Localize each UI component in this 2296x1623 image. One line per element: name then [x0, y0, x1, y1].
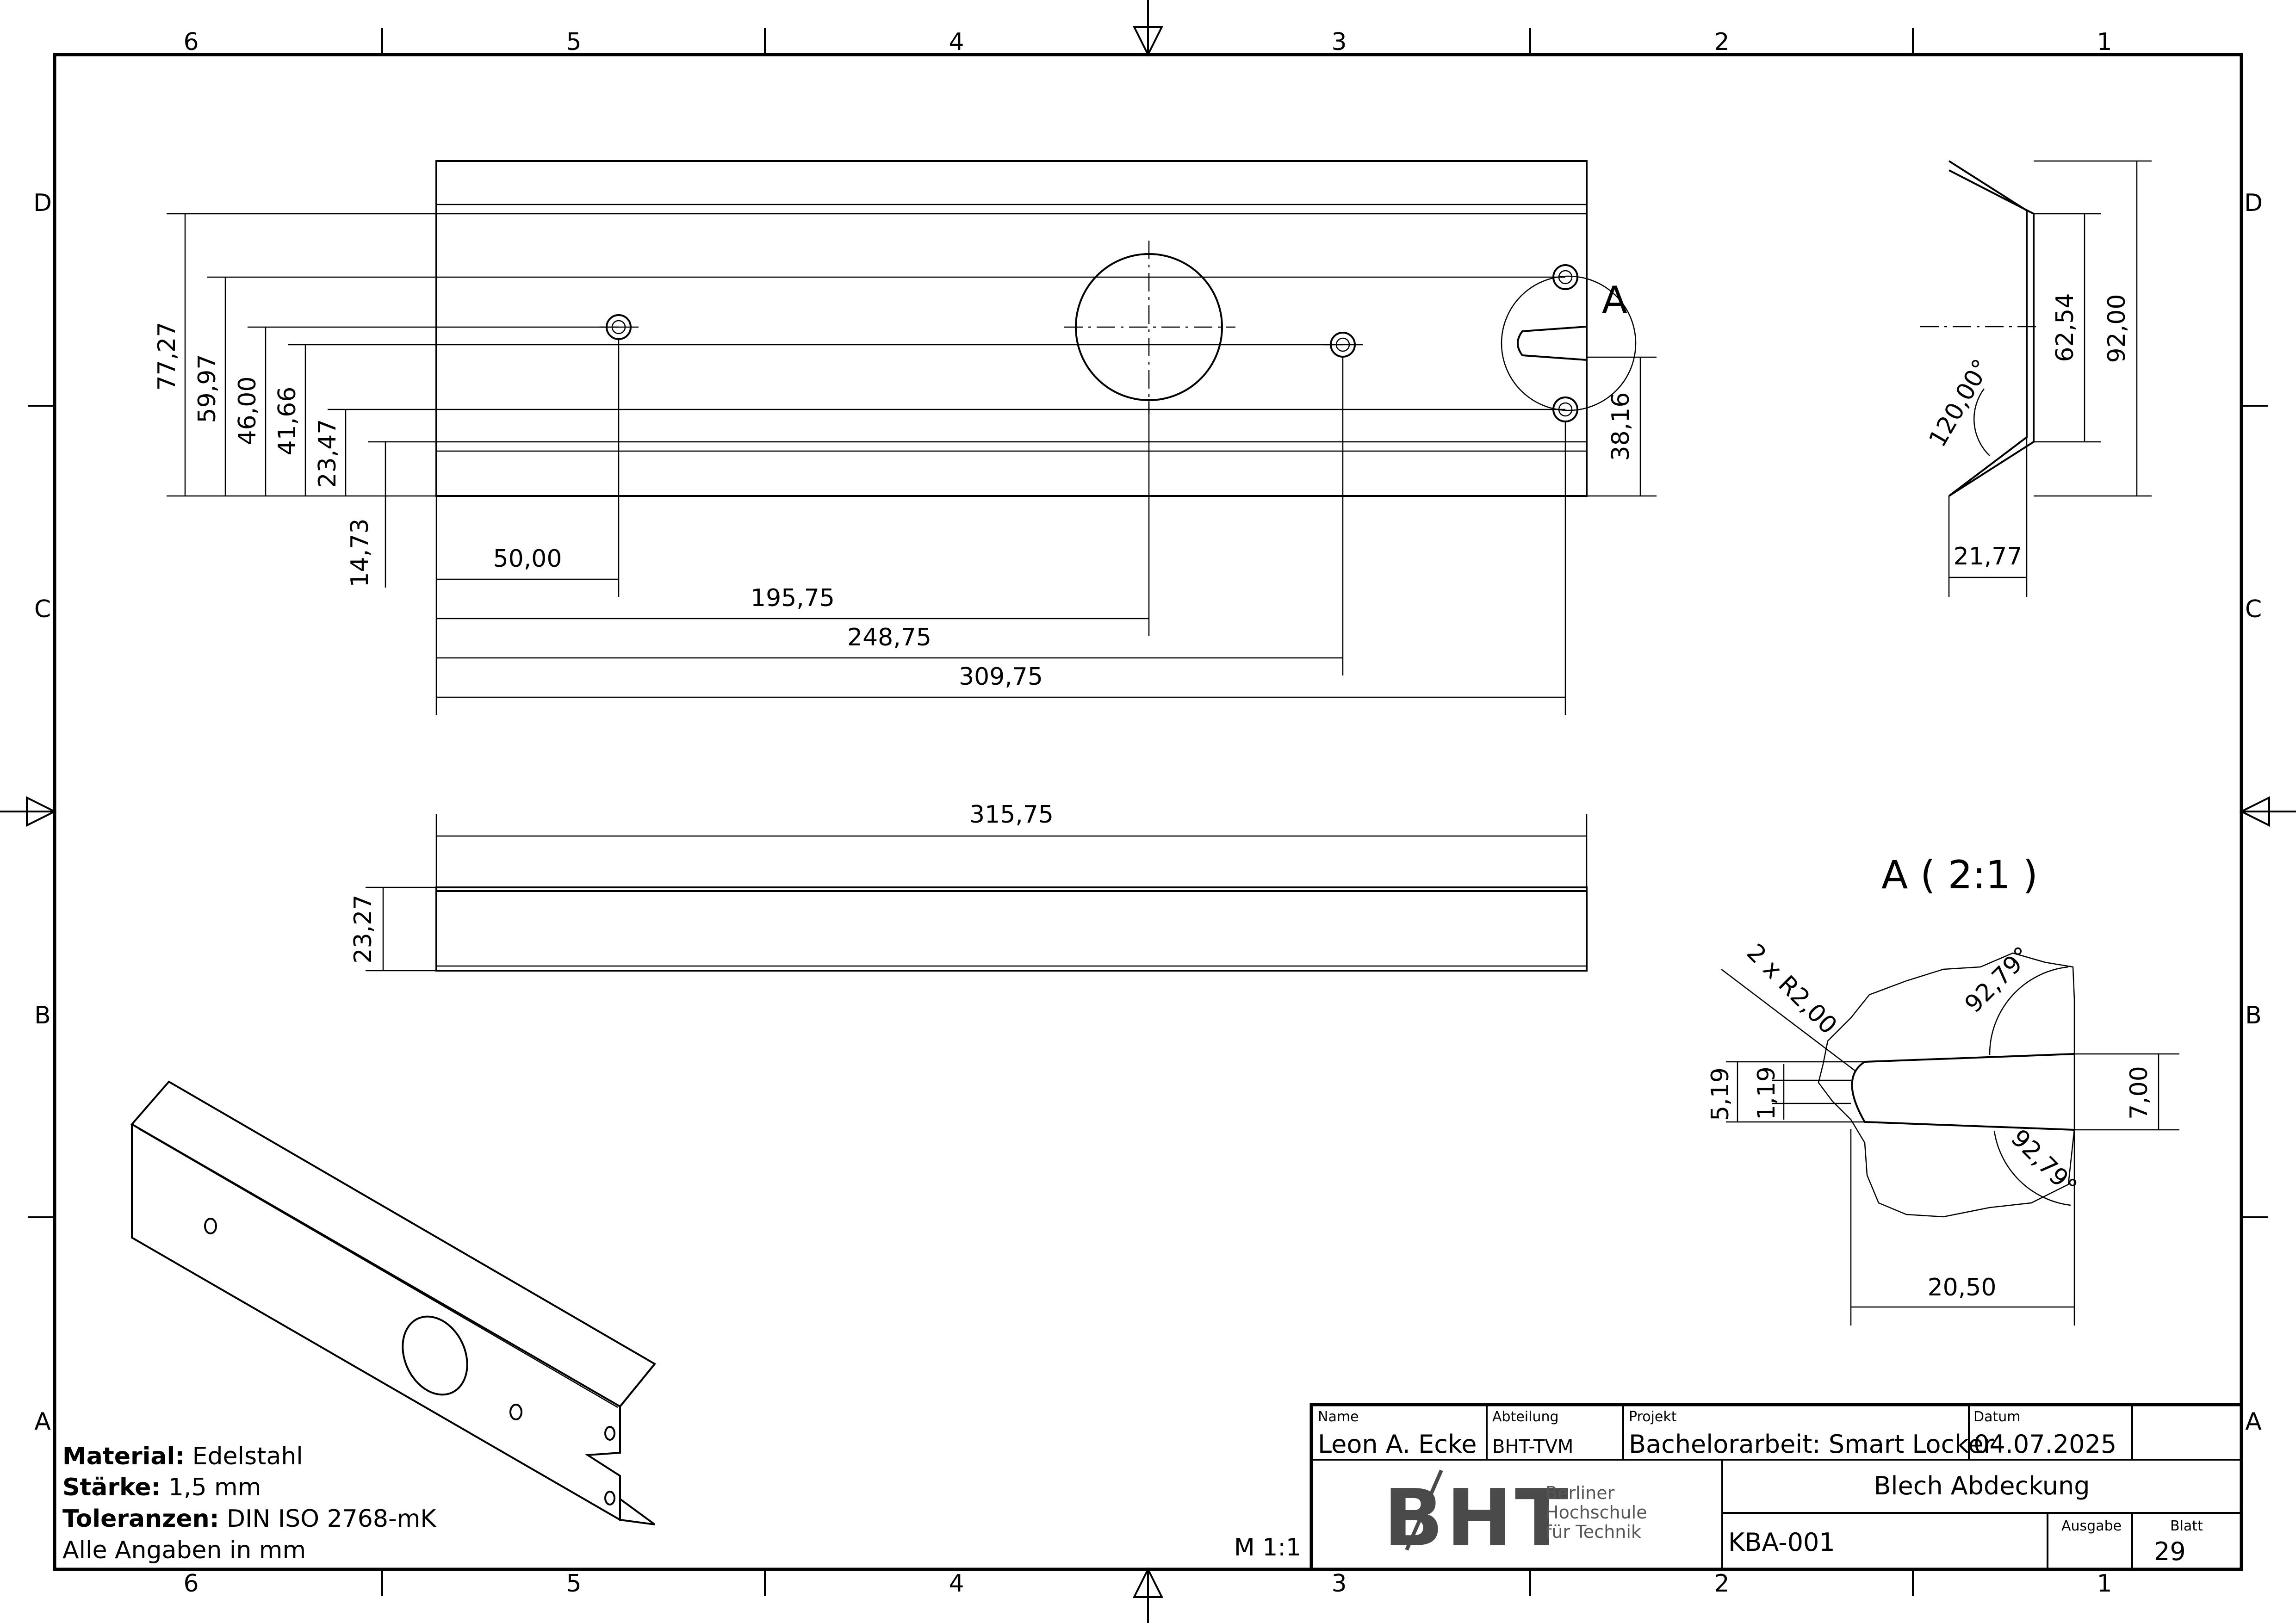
dim-21-77: 21,77 [1954, 543, 2023, 570]
col-label-5-top: 5 [566, 28, 581, 56]
slot [1517, 326, 1587, 361]
note-thickness-key: Stärke: [62, 1474, 161, 1501]
date-label: Datum [1973, 1409, 2020, 1425]
row-label-d-right: D [2244, 189, 2263, 217]
author-name: Leon A. Ecke [1318, 1430, 1477, 1459]
dim-20-50: 20,50 [1928, 1274, 1997, 1301]
dim-50-00: 50,00 [493, 545, 562, 573]
dim-195-75: 195,75 [751, 584, 835, 612]
col-label-4-bottom: 4 [949, 1570, 964, 1598]
isometric-view [130, 1080, 657, 1525]
name-label: Name [1318, 1409, 1359, 1425]
note-thickness-value: 1,5 mm [161, 1474, 261, 1501]
dim-23-47: 23,47 [314, 419, 341, 488]
dim-14-73: 14,73 [346, 519, 374, 588]
logo-line-1: Berliner [1545, 1483, 1615, 1503]
row-label-a-left: A [34, 1408, 51, 1436]
dim-59-97: 59,97 [193, 354, 221, 423]
department: BHT-TVM [1492, 1436, 1573, 1457]
col-label-3-bottom: 3 [1331, 1570, 1347, 1598]
row-label-c-right: C [2245, 595, 2262, 623]
dim-77-27: 77,27 [153, 322, 181, 391]
note-material-key: Material: [62, 1443, 185, 1470]
logo-line-2: Hochschule [1545, 1502, 1647, 1523]
drawing-title: Blech Abdeckung [1874, 1471, 2090, 1500]
note-units: Alle Angaben in mm [62, 1536, 306, 1564]
detail-circle [1501, 275, 1637, 411]
col-label-1-bottom: 1 [2097, 1570, 2112, 1598]
center-mark-right [2239, 796, 2296, 827]
dim-309-75: 309,75 [959, 663, 1043, 691]
row-label-c-left: C [34, 595, 51, 623]
row-label-a-right: A [2245, 1408, 2262, 1436]
col-label-4-top: 4 [949, 28, 964, 56]
horizontal-dimensions: 50,00 195,75 248,75 309,75 [435, 340, 1566, 715]
dim-7-00: 7,00 [2125, 1066, 2153, 1120]
dept-label: Abteilung [1492, 1409, 1559, 1425]
center-mark-bottom [1132, 1567, 1164, 1623]
col-label-6-bottom: 6 [183, 1570, 199, 1598]
dim-38-16: 38,16 [1607, 392, 1635, 461]
col-label-5-bottom: 5 [566, 1570, 581, 1598]
col-label-3-top: 3 [1331, 28, 1347, 56]
col-label-2-bottom: 2 [1714, 1570, 1729, 1598]
note-tolerances: Toleranzen: DIN ISO 2768-mK [62, 1505, 437, 1533]
dim-92-00: 92,00 [2103, 294, 2131, 363]
row-label-b-right: B [2245, 1002, 2262, 1029]
side-view: 62,54 92,00 120,00° 21,77 [1920, 160, 2152, 597]
sheet-label: Blatt [2170, 1518, 2203, 1534]
project-name: Bachelorarbeit: Smart Locker [1629, 1430, 1994, 1459]
note-thickness: Stärke: 1,5 mm [62, 1474, 261, 1501]
dim-248-75: 248,75 [847, 624, 931, 651]
revision-label: Ausgabe [2061, 1518, 2122, 1534]
detail-view-a: A ( 2:1 ) 2 x R2,00 92,79° 92,79° 5,19 1… [1706, 852, 2179, 1326]
dim-46-00: 46,00 [234, 377, 261, 446]
note-material: Material: Edelstahl [62, 1443, 303, 1470]
col-label-1-top: 1 [2097, 28, 2112, 56]
col-label-6-top: 6 [183, 28, 199, 56]
vertical-dimensions: 77,27 59,97 46,00 41,66 23,47 14,73 38,1… [153, 213, 1657, 588]
center-mark-left [0, 796, 57, 827]
dim-92-79-top: 92,79° [1960, 942, 2036, 1018]
col-label-2-top: 2 [1714, 28, 1729, 56]
note-tolerances-value: DIN ISO 2768-mK [219, 1505, 437, 1533]
dim-23-27: 23,27 [349, 895, 377, 964]
note-tolerances-key: Toleranzen: [62, 1505, 219, 1533]
dim-2x-r2: 2 x R2,00 [1741, 939, 1842, 1040]
dim-120-deg: 120,00° [1924, 354, 1996, 452]
dim-315-75: 315,75 [969, 801, 1054, 829]
general-notes: Material: Edelstahl Stärke: 1,5 mm Toler… [62, 1443, 437, 1564]
detail-title: A ( 2:1 ) [1881, 852, 2038, 898]
dim-41-66: 41,66 [273, 387, 301, 456]
logo-mark: BHT [1384, 1473, 1571, 1564]
drawing-number: KBA-001 [1728, 1528, 1835, 1557]
center-mark-top [1132, 0, 1164, 57]
date-value: 04.07.2025 [1973, 1430, 2116, 1459]
title-block: Name Leon A. Ecke Abteilung BHT-TVM Proj… [1309, 1403, 2243, 1571]
front-view: A 77,27 59,97 46,00 41,66 23,47 14,73 38… [153, 160, 1657, 715]
logo-line-3: für Technik [1545, 1522, 1641, 1542]
detail-callout: A [1602, 279, 1627, 322]
note-material-value: Edelstahl [185, 1443, 303, 1470]
bottom-view: 315,75 23,27 [349, 801, 1588, 972]
sheet-number: 29 [2154, 1537, 2186, 1566]
scale-label: M 1:1 [1234, 1534, 1301, 1561]
dim-5-19: 5,19 [1706, 1067, 1734, 1121]
bht-logo: BHT Berliner Hochschule für Technik [1384, 1469, 1647, 1564]
dim-62-54: 62,54 [2051, 293, 2079, 362]
row-label-b-left: B [34, 1002, 51, 1029]
row-label-d-left: D [33, 189, 52, 217]
project-label: Projekt [1629, 1409, 1677, 1425]
dim-1-19: 1,19 [1753, 1066, 1781, 1120]
